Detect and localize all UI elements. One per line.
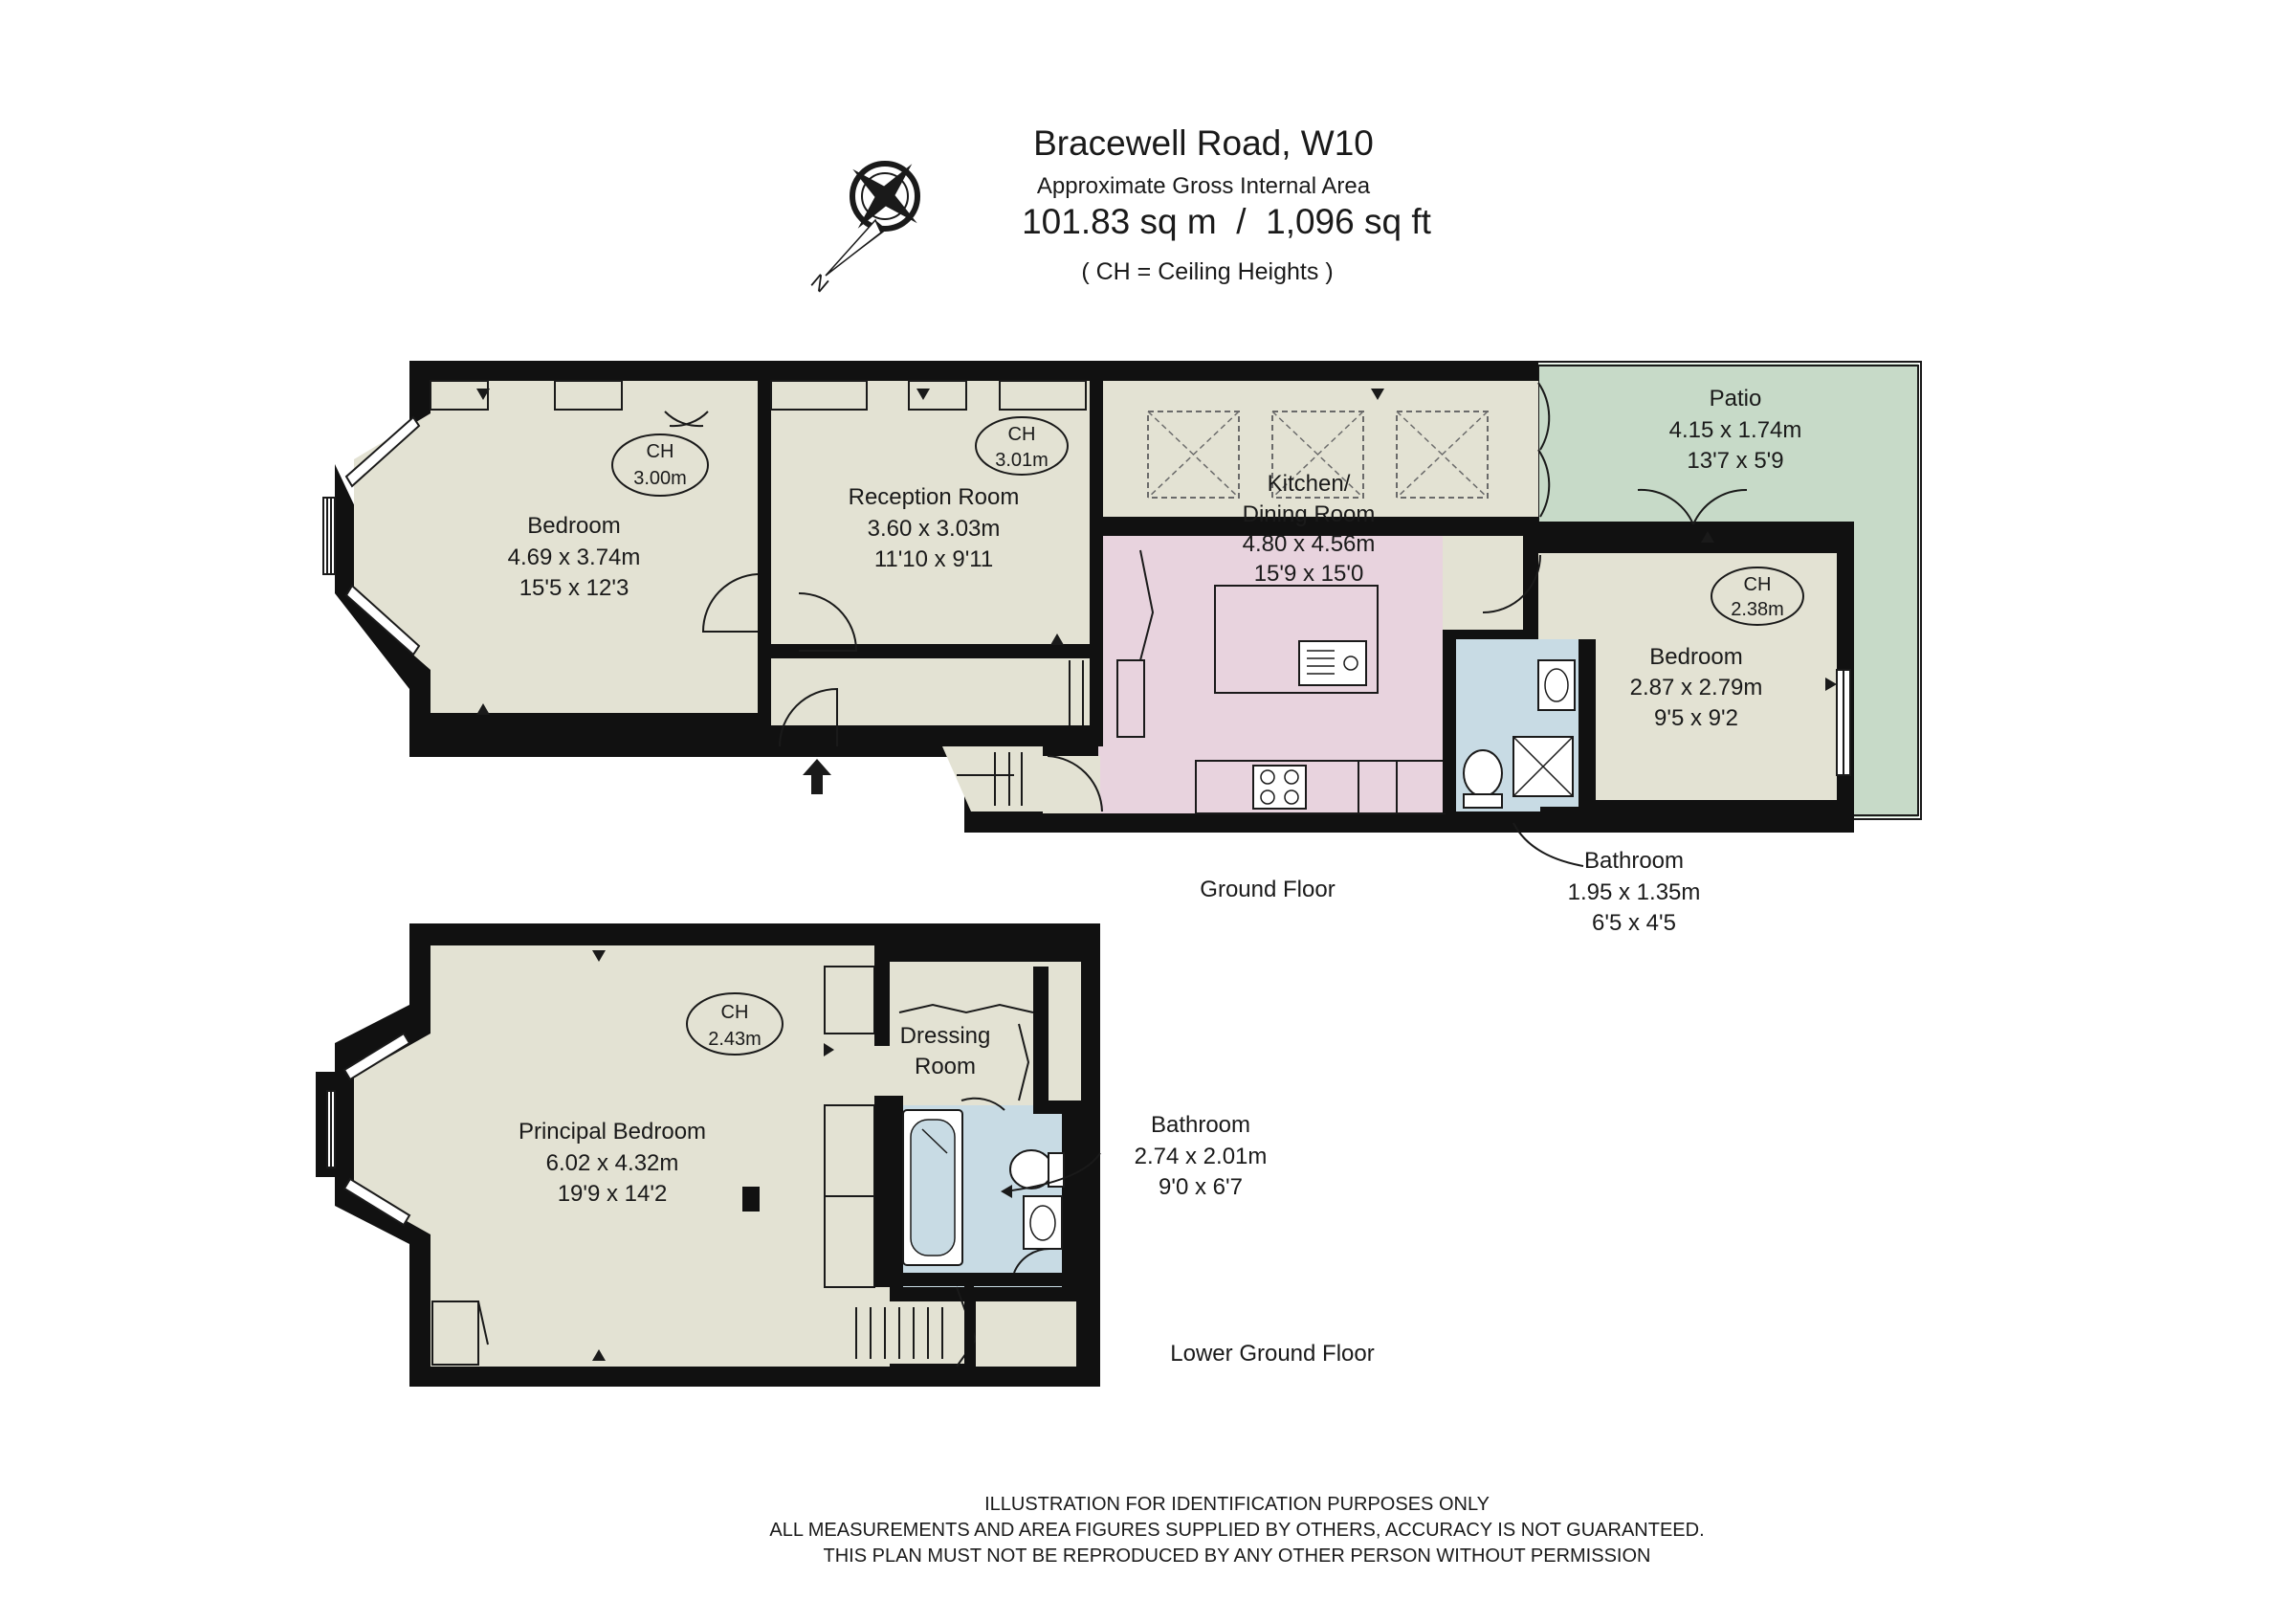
- patio-metric: 4.15 x 1.74m: [1669, 417, 1802, 443]
- built-in-cupboards: [430, 380, 1087, 411]
- dressing-room-label: Dressing Room: [900, 1023, 991, 1079]
- principal-imperial: 19'9 x 14'2: [558, 1181, 668, 1207]
- principal-name: Principal Bedroom: [519, 1119, 706, 1145]
- reception-label: Reception Room 3.60 x 3.03m 11'10 x 9'11…: [849, 424, 1049, 572]
- principal-ch-value: 2.43m: [708, 1029, 762, 1050]
- kitchen-name-line1: Kitchen/: [1268, 471, 1351, 497]
- staircase: [804, 1301, 971, 1364]
- bedroom-ch-label: CH: [647, 441, 674, 462]
- disclaimer-line2: ALL MEASUREMENTS AND AREA FIGURES SUPPLI…: [769, 1520, 1704, 1541]
- kitchen-island: [1214, 585, 1379, 694]
- lower-ground-floor-plan: [316, 923, 1101, 1387]
- bedroom2-ch-label: CH: [1744, 574, 1772, 595]
- measurement-markers: [476, 389, 1837, 715]
- lower-bathroom-name: Bathroom: [1151, 1112, 1250, 1138]
- ch-oval-principal: [686, 992, 784, 1056]
- reception-ch-value: 3.01m: [995, 450, 1049, 471]
- disclaimer-footer: ILLUSTRATION FOR IDENTIFICATION PURPOSES…: [769, 1494, 1704, 1567]
- toilet-icon: [1463, 749, 1503, 797]
- kitchen-name-line2: Dining Room: [1243, 501, 1376, 527]
- ground-floor-label: Ground Floor: [1200, 877, 1335, 902]
- bedroom-name: Bedroom: [527, 513, 620, 539]
- reception-ch-label: CH: [1008, 424, 1036, 445]
- kitchen-metric: 4.80 x 4.56m: [1243, 531, 1376, 557]
- lower-bathroom-imperial: 9'0 x 6'7: [1159, 1174, 1243, 1200]
- ground-bathroom-name: Bathroom: [1584, 848, 1684, 874]
- bedroom2-imperial: 9'5 x 9'2: [1654, 705, 1738, 731]
- bedroom2-ch-value: 2.38m: [1731, 599, 1784, 620]
- ch-oval-reception: [975, 416, 1069, 476]
- patio-label: Patio 4.15 x 1.74m 13'7 x 5'9: [1669, 386, 1802, 474]
- ground-bathroom-imperial: 6'5 x 4'5: [1592, 910, 1676, 936]
- basin-icon: [1537, 659, 1576, 711]
- principal-bedroom-label: CH 2.43m Principal Bedroom 6.02 x 4.32m …: [519, 1002, 762, 1207]
- bedroom-floor: [354, 381, 758, 713]
- ground-bathroom-metric: 1.95 x 1.35m: [1568, 879, 1701, 905]
- compass-rose-icon: N: [806, 161, 920, 298]
- bedroom2-floor: [1596, 553, 1837, 800]
- principal-metric: 6.02 x 4.32m: [546, 1150, 679, 1176]
- ceiling-height-note: ( CH = Ceiling Heights ): [1081, 258, 1333, 285]
- reception-imperial: 11'10 x 9'11: [874, 546, 993, 572]
- dressing-name-line1: Dressing: [900, 1023, 991, 1049]
- kitchen-imperial: 15'9 x 15'0: [1254, 561, 1364, 587]
- kitchen-label: Kitchen/ Dining Room 4.80 x 4.56m 15'9 x…: [1243, 471, 1376, 587]
- property-title: Bracewell Road, W10: [1033, 123, 1374, 163]
- bedroom2-metric: 2.87 x 2.79m: [1630, 675, 1763, 700]
- lower-bathroom-label: Bathroom 2.74 x 2.01m 9'0 x 6'7: [1135, 1112, 1268, 1200]
- lower-bathroom-metric: 2.74 x 2.01m: [1135, 1144, 1268, 1169]
- reception-name: Reception Room: [849, 484, 1020, 510]
- patio-imperial: 13'7 x 5'9: [1687, 448, 1783, 474]
- disclaimer-line1: ILLUSTRATION FOR IDENTIFICATION PURPOSES…: [984, 1494, 1490, 1515]
- ground-bathroom-label: Bathroom 1.95 x 1.35m 6'5 x 4'5: [1568, 848, 1701, 936]
- lower-ground-floor-label: Lower Ground Floor: [1170, 1341, 1374, 1367]
- hob-icon: [1252, 765, 1307, 810]
- bedroom-metric: 4.69 x 3.74m: [508, 545, 641, 570]
- plan-header: Bracewell Road, W10 Approximate Gross In…: [1022, 123, 1432, 285]
- ch-oval-bedroom: [611, 434, 709, 497]
- area-total: 101.83 sq m / 1,096 sq ft: [1022, 202, 1432, 241]
- bedroom2-name: Bedroom: [1649, 644, 1742, 670]
- reception-metric: 3.60 x 3.03m: [868, 516, 1001, 542]
- bedroom-ch-value: 3.00m: [633, 468, 687, 489]
- principal-ch-label: CH: [721, 1002, 749, 1023]
- bedroom-label: Bedroom 4.69 x 3.74m 15'5 x 12'3 CH 3.00…: [508, 441, 687, 601]
- dining-floor: [1103, 381, 1538, 517]
- ground-floor-plan: [322, 361, 1922, 867]
- disclaimer-line3: THIS PLAN MUST NOT BE REPRODUCED BY ANY …: [824, 1545, 1651, 1567]
- area-subtitle: Approximate Gross Internal Area: [1037, 173, 1371, 199]
- ch-oval-bedroom2: [1711, 567, 1804, 626]
- bedroom2-label: Bedroom 2.87 x 2.79m 9'5 x 9'2 CH 2.38m: [1630, 574, 1784, 731]
- dressing-room-floor: [890, 962, 1081, 1105]
- door-swings: [664, 382, 1748, 812]
- dressing-name-line2: Room: [915, 1054, 976, 1079]
- sink-icon: [1298, 640, 1367, 686]
- patio-name: Patio: [1710, 386, 1762, 411]
- entrance-arrow-icon: [803, 759, 831, 794]
- bedroom-imperial: 15'5 x 12'3: [519, 575, 629, 601]
